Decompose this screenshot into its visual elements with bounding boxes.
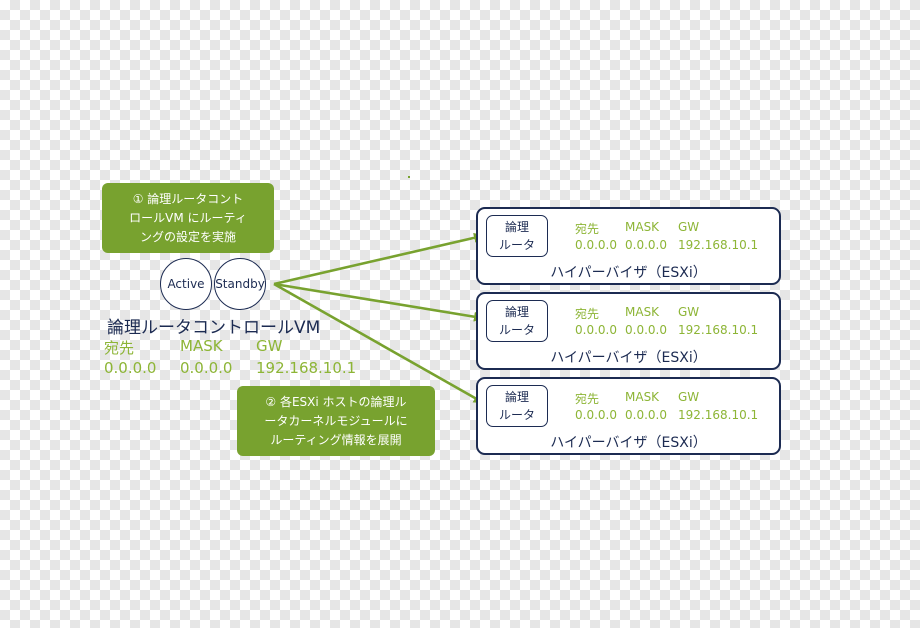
route-value-mask: 0.0.0.0	[625, 323, 667, 337]
route-header-gw: GW	[678, 390, 700, 404]
vm-value-gw: 192.168.10.1	[256, 359, 357, 377]
hypervisor-host-2: 論理 ルータ 宛先 MASK GW 0.0.0.0 0.0.0.0 192.16…	[476, 292, 781, 370]
callout-configure-routing: ① 論理ルータコント ロールVM にルーティ ングの設定を実施	[102, 183, 274, 253]
route-header-dest: 宛先	[575, 222, 600, 236]
route-header-gw: GW	[678, 305, 700, 319]
hypervisor-label: ハイパーバイザ（ESXi）	[550, 435, 707, 451]
callout2-line: ② 各ESXi ホストの論理ル	[265, 394, 407, 409]
stray-dot	[408, 176, 410, 178]
hypervisor-label: ハイパーバイザ（ESXi）	[550, 265, 707, 281]
callout1-line: ロールVM にルーティ	[129, 210, 247, 225]
route-header-dest: 宛先	[575, 307, 600, 321]
vm-value-mask: 0.0.0.0	[180, 359, 233, 377]
route-value-gw: 192.168.10.1	[678, 238, 759, 252]
route-value-dest: 0.0.0.0	[575, 238, 617, 252]
hypervisor-host-1: 論理 ルータ 宛先 MASK GW 0.0.0.0 0.0.0.0 192.16…	[476, 207, 781, 285]
route-header-mask: MASK	[625, 305, 660, 319]
logical-router: 論理 ルータ	[486, 215, 548, 257]
callout-deploy-routing: ② 各ESXi ホストの論理ル ータカーネルモジュールに ルーティング情報を展開	[237, 386, 435, 456]
route-header-mask: MASK	[625, 220, 660, 234]
route-value-mask: 0.0.0.0	[625, 238, 667, 252]
route-header-dest: 宛先	[575, 392, 600, 406]
arrow-to-host-3	[273, 282, 484, 404]
logical-router-line: ルータ	[498, 323, 535, 337]
control-vm-title: 論理ルータコントロールVM	[107, 318, 321, 338]
logical-router-line: 論理	[504, 390, 529, 404]
active-label: Active	[167, 277, 205, 291]
logical-router-line: 論理	[504, 220, 529, 234]
logical-router-line: ルータ	[498, 408, 535, 422]
vm-header-mask: MASK	[180, 337, 223, 355]
callout2-line: ータカーネルモジュールに	[264, 413, 408, 428]
standby-node: Standby	[214, 258, 266, 310]
route-header-gw: GW	[678, 220, 700, 234]
standby-label: Standby	[215, 277, 265, 291]
route-value-dest: 0.0.0.0	[575, 408, 617, 422]
hypervisor-label: ハイパーバイザ（ESXi）	[550, 350, 707, 366]
callout1-line: ングの設定を実施	[139, 229, 236, 244]
vm-header-gw: GW	[256, 337, 283, 355]
active-node: Active	[160, 258, 212, 310]
logical-router-line: ルータ	[498, 238, 535, 252]
route-value-gw: 192.168.10.1	[678, 323, 759, 337]
logical-router: 論理 ルータ	[486, 300, 548, 342]
logical-router: 論理 ルータ	[486, 385, 548, 427]
logical-router-line: 論理	[504, 305, 529, 319]
route-value-mask: 0.0.0.0	[625, 408, 667, 422]
arrow-to-host-1	[273, 232, 484, 286]
callout2-line: ルーティング情報を展開	[270, 432, 402, 447]
vm-header-dest: 宛先	[104, 339, 135, 357]
route-value-gw: 192.168.10.1	[678, 408, 759, 422]
callout1-line: ① 論理ルータコント	[132, 191, 244, 206]
route-value-dest: 0.0.0.0	[575, 323, 617, 337]
hypervisor-host-3: 論理 ルータ 宛先 MASK GW 0.0.0.0 0.0.0.0 192.16…	[476, 377, 781, 455]
route-header-mask: MASK	[625, 390, 660, 404]
vm-value-dest: 0.0.0.0	[104, 359, 157, 377]
